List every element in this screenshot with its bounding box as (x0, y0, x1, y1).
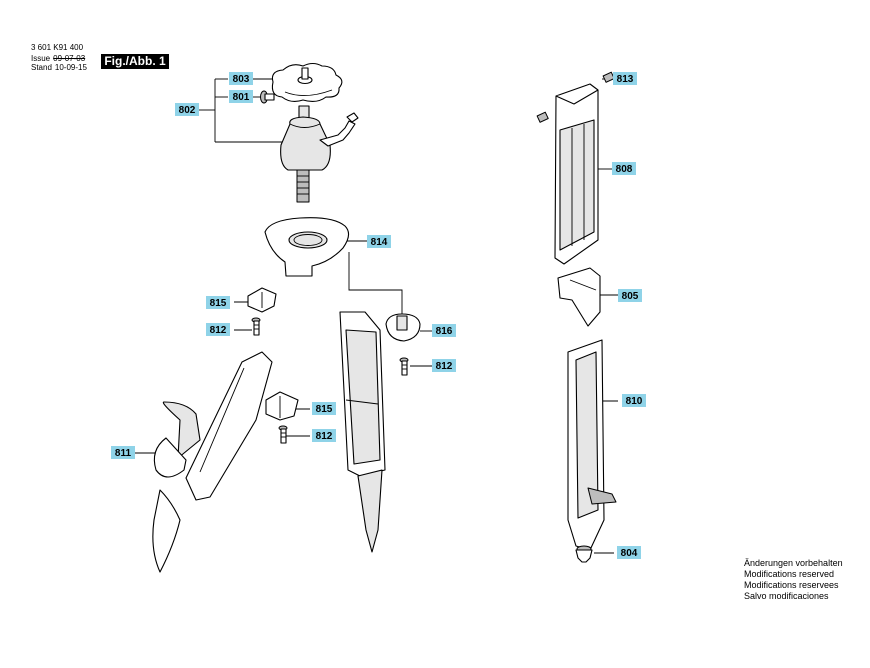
svg-text:812: 812 (210, 325, 227, 336)
part-label-804: 804 (617, 546, 641, 559)
svg-text:814: 814 (371, 237, 388, 248)
part-label-812-c: 812 (312, 429, 336, 442)
svg-text:815: 815 (316, 404, 333, 415)
note-line-de: Änderungen vorbehalten (744, 558, 843, 568)
part-label-805: 805 (618, 289, 642, 302)
part-label-815-top: 815 (206, 296, 230, 309)
note-line-fr: Modifications reservees (744, 580, 839, 590)
clip-815-lower (265, 391, 299, 421)
svg-text:815: 815 (210, 298, 227, 309)
clip-805 (557, 267, 601, 327)
knob-816 (385, 313, 421, 342)
tripod-head-802 (280, 105, 359, 203)
leg-section-810 (567, 339, 617, 551)
tripod-leg-811 (152, 351, 273, 573)
note-line-en: Modifications reserved (744, 569, 835, 579)
screw-812-a (251, 317, 261, 336)
part-label-810: 810 (622, 394, 646, 407)
svg-text:810: 810 (626, 396, 643, 407)
svg-text:816: 816 (436, 326, 453, 337)
leg-section-808 (554, 83, 599, 265)
figure-label: Fig./Abb. 1 (101, 54, 169, 69)
stand-date: 10-09-15 (54, 63, 87, 72)
svg-text:812: 812 (316, 431, 333, 442)
note-line-es: Salvo modificaciones (744, 591, 829, 601)
svg-text:808: 808 (616, 164, 633, 175)
svg-text:803: 803 (233, 74, 250, 85)
issue-date: 09-07-03 (53, 54, 86, 63)
screw-812-c (278, 425, 288, 444)
pins-813 (536, 71, 615, 123)
part-label-812-b: 812 (432, 359, 456, 372)
modification-notes: Änderungen vorbehalten Modifications res… (744, 558, 843, 602)
svg-text:804: 804 (621, 548, 638, 559)
part-label-813: 813 (613, 72, 637, 85)
part-label-801: 801 (229, 90, 253, 103)
part-label-815-lower: 815 (312, 402, 336, 415)
screw-812-b (399, 357, 409, 376)
issue-label: Issue (31, 54, 51, 63)
part-label-802: 802 (175, 103, 199, 116)
part-number: 3 601 K91 400 (31, 43, 84, 52)
platform-814 (264, 217, 350, 277)
svg-text:813: 813 (617, 74, 634, 85)
svg-text:812: 812 (436, 361, 453, 372)
svg-text:801: 801 (233, 92, 250, 103)
part-label-811: 811 (111, 446, 135, 459)
star-knob-803 (271, 62, 343, 103)
screw-801 (260, 90, 275, 104)
foot-804 (575, 545, 593, 563)
part-label-803: 803 (229, 72, 253, 85)
svg-text:811: 811 (115, 448, 132, 459)
svg-text:802: 802 (179, 105, 196, 116)
tripod-leg-middle (339, 311, 386, 553)
stand-label: Stand (31, 63, 52, 72)
svg-text:805: 805 (622, 291, 639, 302)
clip-815-top (247, 287, 277, 313)
part-label-808: 808 (612, 162, 636, 175)
part-label-816: 816 (432, 324, 456, 337)
part-label-814: 814 (367, 235, 391, 248)
part-label-812-a: 812 (206, 323, 230, 336)
